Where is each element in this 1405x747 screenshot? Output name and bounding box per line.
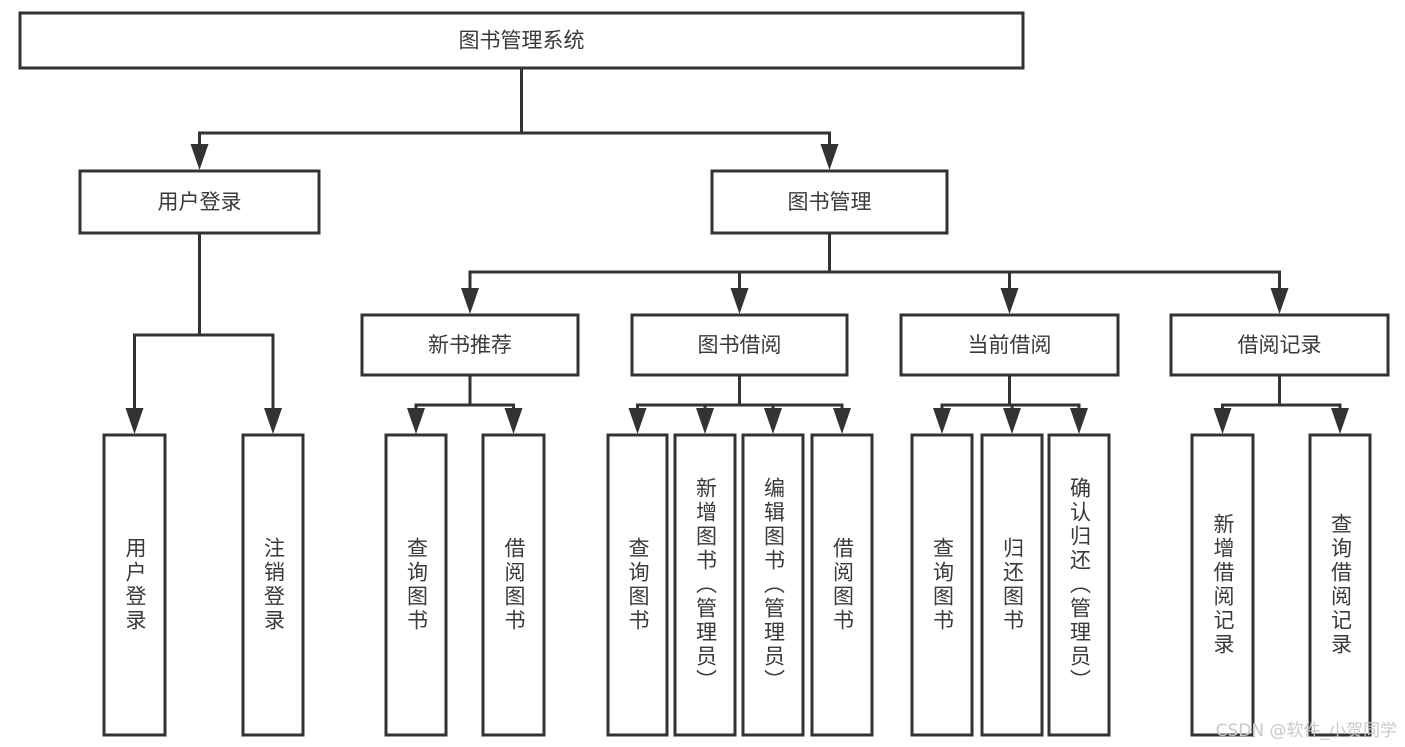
level2-node-label-1: 图书借阅 xyxy=(698,333,782,357)
level1-node-box-1[interactable] xyxy=(710,169,949,235)
arrow-head xyxy=(461,288,479,314)
arrow-head xyxy=(1270,288,1289,314)
arrow-head xyxy=(628,408,647,434)
arrow-head xyxy=(504,408,523,434)
arrow-head xyxy=(125,408,144,434)
node-boxes xyxy=(18,11,1390,737)
arrow-head xyxy=(407,408,425,434)
level2-node-box-2[interactable] xyxy=(899,313,1120,377)
arrow-head xyxy=(1331,408,1349,434)
arrow-head xyxy=(820,144,839,170)
arrow-head xyxy=(764,408,782,434)
root-node-label: 图书管理系统 xyxy=(459,29,585,53)
leaf-node-box-2[interactable] xyxy=(384,433,448,737)
connector-lines xyxy=(125,66,1349,434)
arrow-head xyxy=(730,288,749,314)
arrow-head xyxy=(833,408,851,434)
leaf-node-box-7[interactable] xyxy=(810,433,874,737)
leaf-node-box-1[interactable] xyxy=(241,433,305,737)
arrow-head xyxy=(190,144,209,170)
arrow-head xyxy=(933,408,951,434)
level1-node-box-0[interactable] xyxy=(78,169,321,235)
arrow-head xyxy=(1003,408,1021,434)
level2-node-box-1[interactable] xyxy=(630,313,849,377)
level1-node-label-0: 用户登录 xyxy=(158,190,242,214)
level2-node-label-3: 借阅记录 xyxy=(1238,333,1322,357)
watermark-text: CSDN @软件_小贺同学 xyxy=(1215,721,1397,741)
level2-node-label-0: 新书推荐 xyxy=(428,333,512,357)
level2-node-box-3[interactable] xyxy=(1169,313,1390,377)
root-node-box[interactable] xyxy=(18,11,1025,70)
leaf-node-box-0[interactable] xyxy=(102,433,167,737)
leaf-node-box-10[interactable] xyxy=(1047,433,1111,737)
leaf-node-box-3[interactable] xyxy=(481,433,546,737)
arrow-head xyxy=(1213,408,1232,434)
leaf-node-box-8[interactable] xyxy=(910,433,974,737)
level2-node-label-2: 当前借阅 xyxy=(968,333,1052,357)
leaf-node-box-4[interactable] xyxy=(606,433,669,737)
leaf-node-box-6[interactable] xyxy=(741,433,805,737)
leaf-node-box-11[interactable] xyxy=(1190,433,1255,737)
arrow-head xyxy=(264,408,282,434)
level1-node-label-1: 图书管理 xyxy=(788,190,872,214)
leaf-node-box-9[interactable] xyxy=(980,433,1044,737)
arrow-head xyxy=(1070,408,1088,434)
arrow-head xyxy=(1000,288,1019,314)
leaf-node-box-12[interactable] xyxy=(1308,433,1372,737)
level2-node-box-0[interactable] xyxy=(360,313,580,377)
arrow-head xyxy=(696,408,714,434)
leaf-node-box-5[interactable] xyxy=(673,433,737,737)
